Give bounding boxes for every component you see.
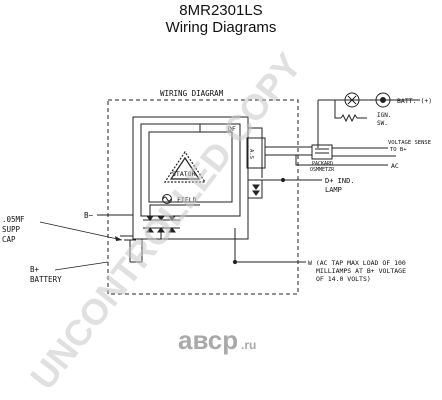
cap-leader-arrow (39, 221, 123, 241)
d-plus-label-line1: D+ IND. (325, 177, 355, 185)
box-title: WIRING DIAGRAM (160, 89, 224, 98)
brand-logo: авср .ru (178, 325, 256, 355)
diagram-frame (107, 99, 299, 295)
page-subtitle: Wiring Diagrams (165, 19, 277, 36)
brand-tld: .ru (241, 338, 256, 352)
w-label-line1: W (AC TAP MAX LOAD OF 100 (308, 259, 406, 267)
b-minus-wiring (97, 214, 143, 263)
cap-label-line1: .05MF (2, 215, 25, 224)
b-plus-lead (54, 261, 109, 271)
packard-connector (265, 144, 396, 166)
alternator-internals (132, 116, 263, 240)
battery-ignition-circuit (317, 92, 420, 148)
w-label-line2: MILLIAMPS AT B+ VOLTAGE (316, 267, 406, 275)
battery-label: BATTERY (30, 275, 62, 284)
ign-label-line2: SW. (377, 120, 388, 127)
voltage-sense-line2: TO B+ (390, 147, 407, 153)
d-plus-wiring (262, 177, 322, 183)
d-plus-label-line2: LAMP (325, 186, 342, 194)
stator-winding (163, 150, 207, 183)
w-tap-wiring (232, 228, 306, 265)
cap-label-line2: SUPP (2, 225, 21, 234)
rectifier-diodes (133, 204, 200, 240)
trio-diodes (248, 179, 263, 199)
regulator-label: A.S (248, 149, 254, 159)
batt-plus-label: BATT. (+) (397, 97, 432, 105)
regulator-box (246, 137, 266, 169)
brand-name: авср (178, 325, 238, 355)
stator-label: STATOR (172, 170, 196, 178)
field-label: FIELD (177, 196, 197, 204)
ign-label-line1: IGN. (377, 112, 391, 119)
b-minus-label: B− (84, 211, 94, 220)
b-plus-label: B+ (30, 265, 40, 274)
df-label: DF (228, 125, 236, 133)
packard-label-line1: PACKARD (312, 161, 333, 167)
ac-label: AC (391, 162, 399, 170)
uncontrolled-copy-watermark: UNCONTROLLED COPY (22, 45, 309, 396)
field-winding (162, 194, 172, 204)
cap-arrowhead (115, 236, 122, 241)
voltage-sense-line1: VOLTAGE SENSE (388, 140, 431, 146)
packard-label-line2: OSMMETZR (310, 167, 335, 173)
model-title: 8MR2301LS (179, 2, 263, 19)
cap-label-line3: CAP (2, 235, 16, 244)
w-label-line3: OF 14.0 VOLTS) (316, 275, 371, 283)
